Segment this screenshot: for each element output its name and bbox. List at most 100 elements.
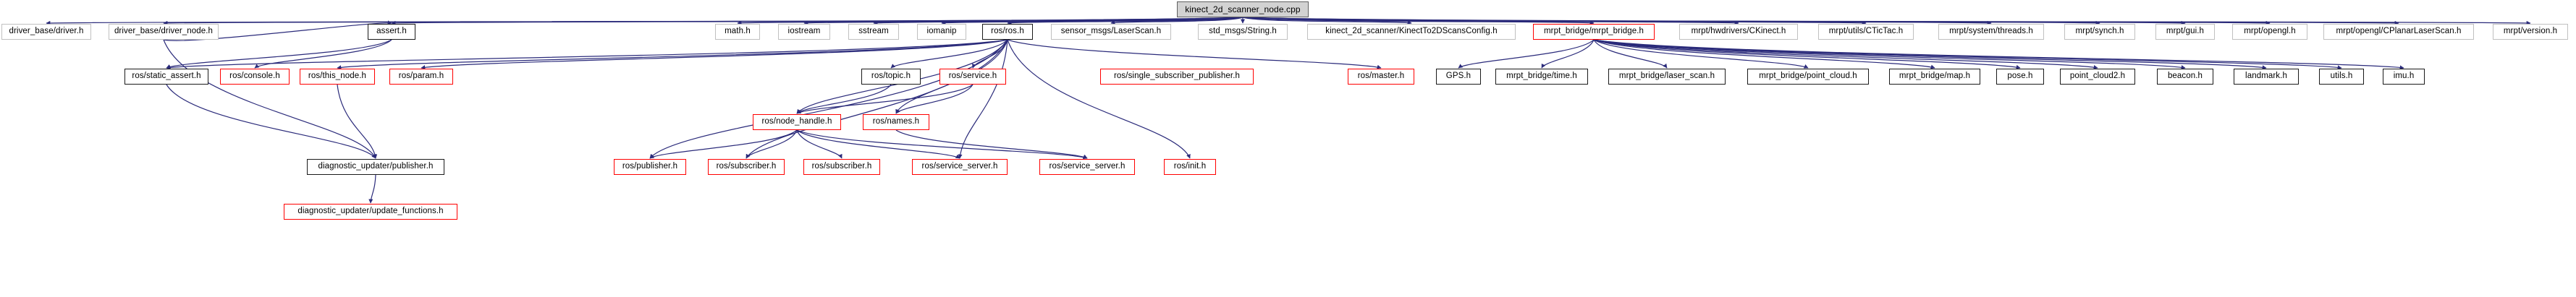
graph-node[interactable]: ros/this_node.h — [300, 69, 375, 85]
graph-edge — [1593, 39, 1668, 69]
graph-edge — [958, 39, 1008, 159]
graph-node[interactable]: utils.h — [2319, 69, 2364, 85]
graph-edge — [895, 129, 1088, 159]
node-label: assert.h — [376, 27, 407, 36]
node-label: sstream — [858, 27, 889, 36]
graph-edge — [796, 129, 843, 159]
graph-root-node[interactable]: kinect_2d_scanner_node.cpp — [1177, 1, 1309, 17]
graph-node[interactable]: mrpt/system/threads.h — [1938, 24, 2044, 40]
graph-node[interactable]: ros/service_server.h — [1039, 159, 1135, 175]
graph-node[interactable]: diagnostic_updater/publisher.h — [307, 159, 444, 175]
graph-edge — [1242, 17, 2100, 25]
graph-node[interactable]: ros/param.h — [389, 69, 453, 85]
graph-node[interactable]: driver_base/driver_node.h — [109, 24, 219, 40]
node-label: iomanip — [926, 27, 957, 36]
graph-node[interactable]: iomanip — [917, 24, 966, 40]
graph-node[interactable]: beacon.h — [2157, 69, 2213, 85]
graph-edge — [873, 17, 1243, 25]
graph-edge — [1007, 17, 1243, 25]
node-label: kinect_2d_scanner/KinectTo2DScansConfig.… — [1325, 27, 1498, 36]
graph-node[interactable]: std_msgs/String.h — [1198, 24, 1288, 40]
graph-node[interactable]: ros/service_server.h — [912, 159, 1008, 175]
node-label: mrpt/opengl.h — [2244, 27, 2296, 36]
graph-node[interactable]: ros/ros.h — [982, 24, 1033, 40]
graph-node[interactable]: ros/node_handle.h — [753, 114, 841, 130]
graph-edge — [1593, 39, 2342, 70]
graph-node[interactable]: mrpt_bridge/mrpt_bridge.h — [1533, 24, 1655, 40]
graph-node[interactable]: math.h — [715, 24, 760, 40]
graph-node[interactable]: point_cloud2.h — [2060, 69, 2135, 85]
graph-node[interactable]: ros/service.h — [939, 69, 1006, 85]
graph-edge — [1242, 17, 1992, 25]
node-label: ros/service_server.h — [921, 162, 998, 171]
graph-node[interactable]: kinect_2d_scanner/KinectTo2DScansConfig.… — [1307, 24, 1516, 40]
graph-node[interactable]: mrpt/opengl.h — [2232, 24, 2307, 40]
node-label: beacon.h — [2167, 72, 2203, 81]
graph-node[interactable]: mrpt_bridge/map.h — [1889, 69, 1980, 85]
graph-node[interactable]: mrpt/utils/CTicTac.h — [1818, 24, 1914, 40]
graph-edge — [1593, 39, 2021, 69]
graph-node[interactable]: ros/static_assert.h — [124, 69, 208, 85]
graph-node[interactable]: ros/topic.h — [861, 69, 921, 85]
graph-node[interactable]: ros/console.h — [220, 69, 290, 85]
graph-node[interactable]: ros/subscriber.h — [803, 159, 880, 175]
graph-node[interactable]: mrpt_bridge/time.h — [1495, 69, 1588, 85]
graph-node[interactable]: mrpt_bridge/laser_scan.h — [1608, 69, 1726, 85]
graph-node[interactable]: mrpt_bridge/point_cloud.h — [1747, 69, 1869, 85]
graph-edge — [391, 17, 1243, 25]
node-label: point_cloud2.h — [2069, 72, 2126, 81]
graph-edge — [163, 17, 1243, 25]
graph-edge — [803, 17, 1243, 25]
graph-node[interactable]: ros/init.h — [1164, 159, 1216, 175]
graph-edge — [1593, 39, 2098, 69]
graph-node[interactable]: ros/names.h — [863, 114, 929, 130]
graph-node[interactable]: mrpt/gui.h — [2155, 24, 2215, 40]
graph-edge — [796, 129, 1088, 160]
graph-node[interactable]: GPS.h — [1436, 69, 1481, 85]
graph-node[interactable]: landmark.h — [2234, 69, 2299, 85]
graph-edge — [1242, 17, 2531, 25]
graph-node[interactable]: driver_base/driver.h — [1, 24, 91, 40]
graph-node[interactable]: mrpt/synch.h — [2064, 24, 2135, 40]
graph-edge — [166, 39, 392, 69]
graph-node[interactable]: sstream — [848, 24, 899, 40]
node-label: sensor_msgs/LaserScan.h — [1060, 27, 1162, 36]
graph-node[interactable]: ros/single_subscriber_publisher.h — [1100, 69, 1254, 85]
graph-edge — [1593, 39, 1809, 69]
node-label: ros/service_server.h — [1049, 162, 1126, 171]
graph-node[interactable]: imu.h — [2383, 69, 2425, 85]
graph-node[interactable]: mrpt/opengl/CPlanarLaserScan.h — [2323, 24, 2474, 40]
node-label: diagnostic_updater/publisher.h — [318, 162, 434, 171]
node-label: mrpt_bridge/time.h — [1506, 72, 1577, 81]
graph-edge — [1242, 17, 2186, 25]
graph-edge — [368, 174, 376, 204]
graph-node[interactable]: mrpt/version.h — [2493, 24, 2568, 40]
graph-edge — [1242, 17, 1739, 25]
node-label: ros/static_assert.h — [132, 72, 201, 81]
graph-node[interactable]: ros/subscriber.h — [708, 159, 785, 175]
node-label: mrpt/utils/CTicTac.h — [1828, 27, 1904, 36]
graph-edge — [1593, 39, 2267, 70]
graph-edge — [163, 39, 376, 159]
graph-edge — [337, 39, 1008, 70]
graph-node[interactable]: ros/master.h — [1348, 69, 1414, 85]
graph-node[interactable]: ros/publisher.h — [614, 159, 686, 175]
graph-edge — [1110, 17, 1243, 25]
graph-edge — [649, 129, 798, 159]
graph-edge — [796, 129, 960, 159]
graph-node[interactable]: diagnostic_updater/update_functions.h — [284, 204, 457, 220]
graph-node[interactable]: iostream — [778, 24, 830, 40]
graph-edge — [971, 39, 1008, 69]
graph-node[interactable]: assert.h — [368, 24, 415, 40]
graph-node[interactable]: sensor_msgs/LaserScan.h — [1051, 24, 1171, 40]
node-label: driver_base/driver_node.h — [114, 27, 214, 36]
node-label: mrpt/opengl/CPlanarLaserScan.h — [2336, 27, 2462, 36]
graph-edge — [895, 84, 974, 114]
node-label: mrpt/system/threads.h — [1949, 27, 2033, 36]
graph-edge — [166, 84, 376, 159]
graph-node[interactable]: pose.h — [1996, 69, 2044, 85]
graph-node[interactable]: mrpt/hwdrivers/CKinect.h — [1679, 24, 1798, 40]
node-label: mrpt_bridge/map.h — [1899, 72, 1971, 81]
